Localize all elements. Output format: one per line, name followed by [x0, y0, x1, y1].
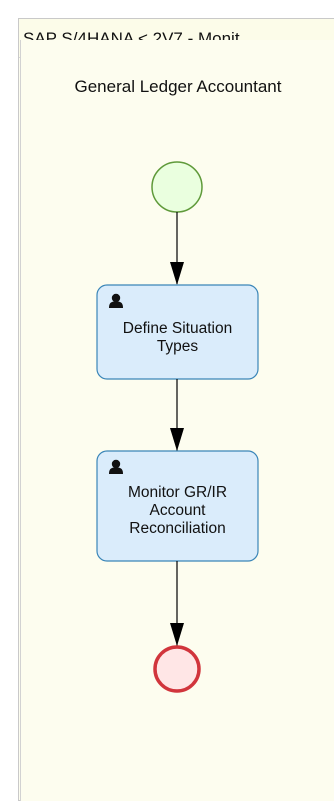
start-event[interactable]: [151, 161, 203, 213]
task-label-monitor-grir-account-reconciliation: Monitor GR/IR Account Reconciliation: [97, 484, 258, 538]
arrowhead-3: [170, 623, 184, 646]
task-label-line: Reconciliation: [129, 520, 226, 537]
task-label-line: Types: [156, 338, 199, 355]
user-icon: [109, 459, 123, 474]
task-label-define-situation-types: Define Situation Types: [97, 320, 258, 356]
arrowhead-1: [170, 262, 184, 285]
arrowhead-2: [170, 428, 184, 451]
task-label-line: Define Situation: [122, 320, 233, 337]
user-icon: [109, 293, 123, 308]
task-label-line: Monitor GR/IR: [127, 484, 228, 501]
end-event[interactable]: [153, 645, 201, 693]
lane-title: General Ledger Accountant: [74, 77, 282, 96]
task-label-line: Account: [149, 502, 206, 519]
